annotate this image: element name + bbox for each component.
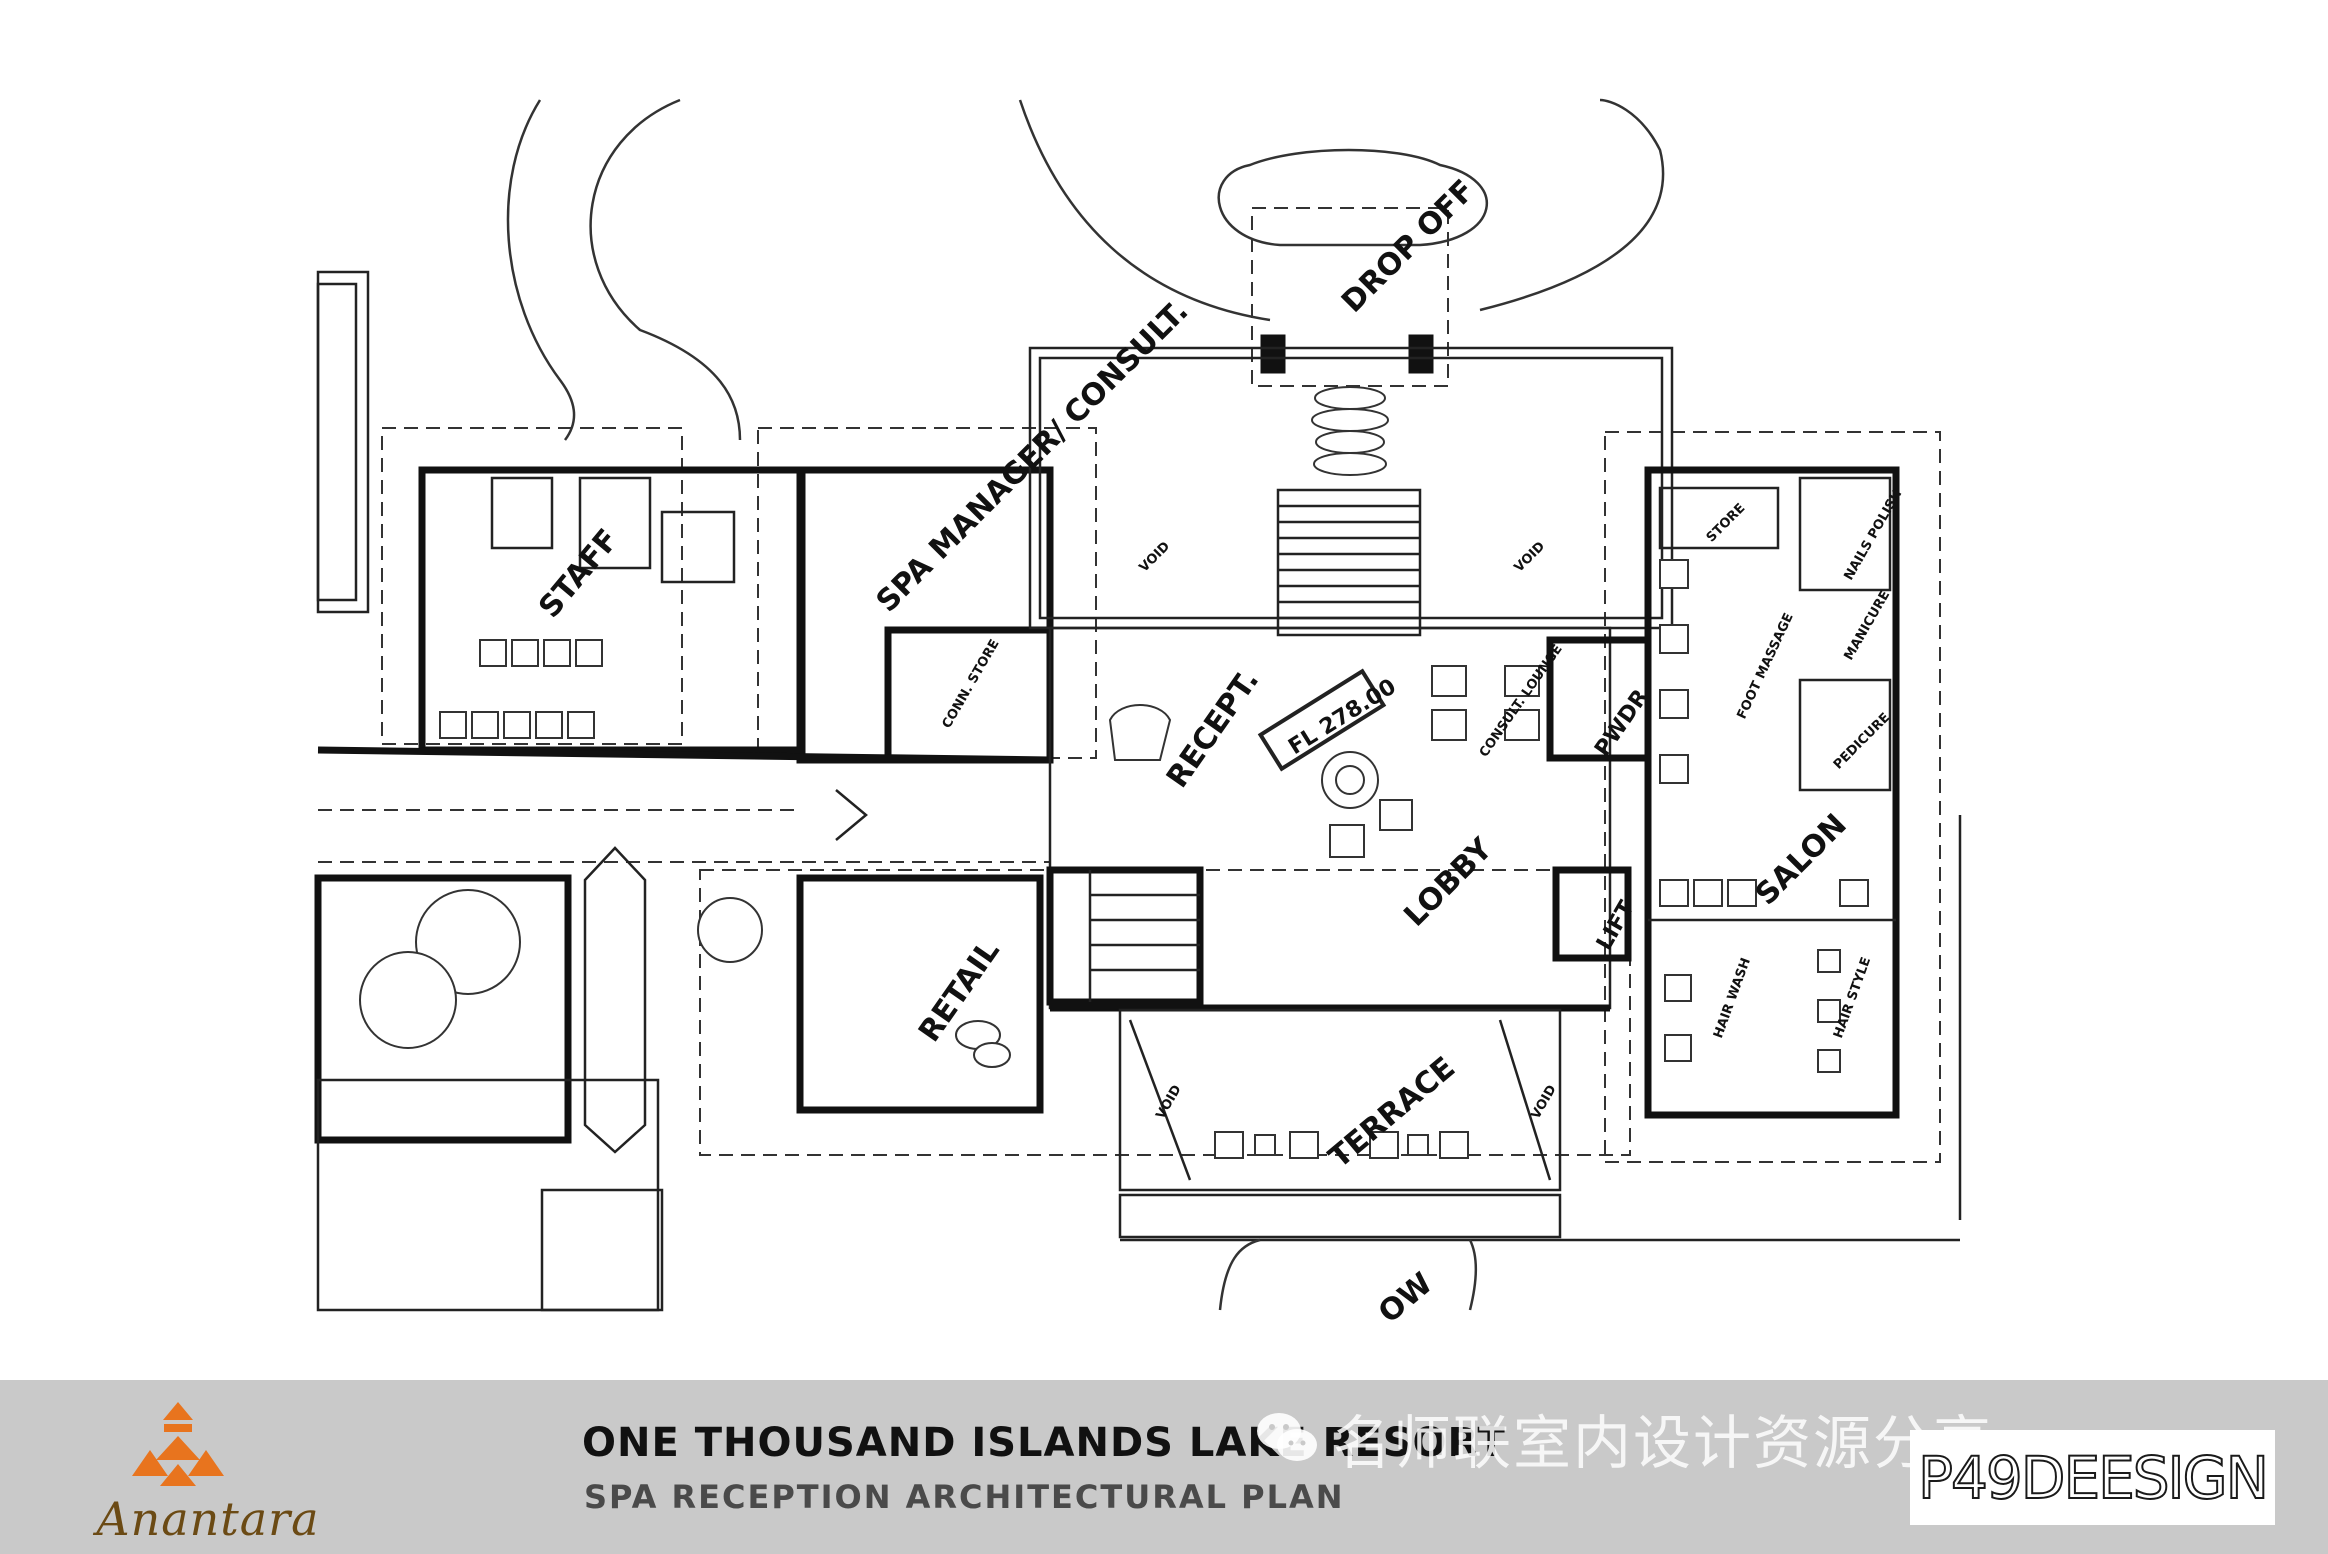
label-void-3: VOID <box>1153 1083 1184 1122</box>
terrace-void-left <box>1128 1019 1192 1181</box>
staff-wc-2 <box>660 510 736 584</box>
label-hair-wash: HAIR WASH <box>1711 956 1754 1040</box>
terrace-void-right <box>1498 1019 1552 1181</box>
foot-massage-chairs <box>1659 559 1689 784</box>
nails-polish-room <box>1798 476 1892 592</box>
bottom-curve <box>1218 1238 1478 1311</box>
watermark: 名师联室内设计资源分享 <box>1255 1398 1993 1478</box>
label-void-1: VOID <box>1137 539 1174 576</box>
landscape-curve-top <box>1018 98 1665 322</box>
stair-down <box>1046 866 1204 1006</box>
salon-store <box>1658 486 1780 550</box>
fl-level-tag <box>1257 668 1387 772</box>
lower-left-rooms-2 <box>540 1188 664 1312</box>
floor-plan-area: DROP OFF STAFF SPA MANAGER/ CONSULT. VOI… <box>314 98 1962 1331</box>
label-manicure: MANICURE <box>1841 588 1893 663</box>
entry-stairs <box>1276 488 1422 637</box>
lower-left-rooms <box>316 1078 660 1312</box>
watermark-text: 名师联室内设计资源分享 <box>1333 1409 1994 1477</box>
label-void-4: VOID <box>1528 1083 1559 1122</box>
project-title: ONE THOUSAND ISLANDS LAKE RESORT <box>582 1420 1506 1466</box>
lift-shaft <box>1552 866 1632 962</box>
staff-wc-1 <box>490 476 554 550</box>
anantara-emblem-icon <box>132 1402 224 1486</box>
designer-logo-text: P49DEESIGN <box>1917 1443 2270 1513</box>
terrace-frame <box>1118 1008 1562 1192</box>
staff-lockers <box>439 639 603 739</box>
corridor-wall-top <box>317 746 1051 764</box>
plan-subtitle: SPA RECEPTION ARCHITECTURAL PLAN <box>584 1478 1345 1516</box>
outline-spa-mgr <box>757 427 1097 759</box>
corridor-diamond <box>583 846 647 1154</box>
spa-manager-walls <box>796 466 1054 764</box>
left-edge-block <box>316 270 370 614</box>
retail-display <box>955 1020 1011 1068</box>
label-recept: RECEPT. <box>1160 663 1266 794</box>
dropoff-column-left <box>1260 334 1286 374</box>
label-drop-off: DROP OFF <box>1335 173 1482 320</box>
dropoff-column-right <box>1408 334 1434 374</box>
label-lobby: LOBBY <box>1397 831 1500 934</box>
retail-walls <box>796 874 1044 1114</box>
footer-band: Anantara ONE THOUSAND ISLANDS LAKE RESOR… <box>0 1380 2328 1554</box>
label-void-2: VOID <box>1512 539 1549 576</box>
salon-chairs <box>1659 879 1869 1073</box>
staff-walls <box>418 466 806 754</box>
terrace-frame-outer <box>1118 1193 1562 1239</box>
label-pedicure: PEDICURE <box>1831 710 1893 772</box>
outline-salon <box>1604 431 1941 1163</box>
left-edge-block-inner <box>316 282 358 602</box>
lobby-table <box>1321 751 1413 858</box>
dropoff-loop <box>1217 148 1488 247</box>
reception-desk <box>1108 704 1172 761</box>
stepping-stones <box>1311 386 1389 476</box>
brand-name: Anantara <box>96 1492 320 1546</box>
pedicure-room <box>1798 678 1892 792</box>
label-fl-level: FL 278.00 <box>1284 674 1400 760</box>
label-store: STORE <box>1704 501 1749 546</box>
label-conn-store: CONN. STORE <box>940 637 1003 731</box>
label-salon: SALON <box>1749 807 1854 912</box>
lower-left-walls <box>314 874 572 1144</box>
landscape-curve-left <box>506 99 576 441</box>
lower-left-tubs <box>359 889 763 1049</box>
label-pwdr: PWDR <box>1590 685 1654 761</box>
wechat-icon <box>1257 1413 1317 1461</box>
label-lift: LIFT <box>1592 897 1640 955</box>
consult-lounge-chairs <box>1431 665 1540 741</box>
anantara-logo: Anantara <box>28 1394 348 1546</box>
corridor-arrow <box>835 789 868 841</box>
landscape-curve-left-2 <box>589 98 742 441</box>
floor-plan-drawing: DROP OFF STAFF SPA MANAGER/ CONSULT. VOI… <box>314 98 1962 1330</box>
staff-shower <box>578 476 652 570</box>
p49-designer-logo: P49DEESIGN <box>1910 1430 2275 1525</box>
label-foot-massage: FOOT MASSAGE <box>1735 611 1797 722</box>
outline-staff <box>381 427 683 745</box>
label-bottom-cut: OW <box>1372 1266 1439 1330</box>
terrace-chairs <box>1214 1131 1469 1159</box>
salon-walls <box>1644 466 1900 1119</box>
